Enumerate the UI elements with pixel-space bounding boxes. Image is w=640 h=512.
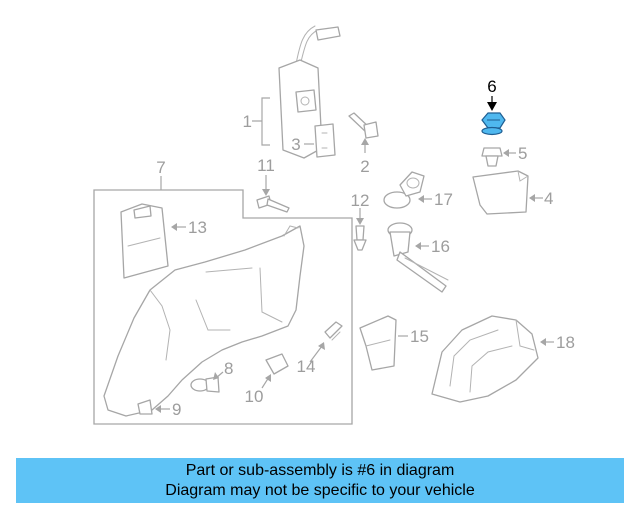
leader-14 (309, 345, 323, 363)
callout-3: 3 (291, 135, 300, 154)
callout-5: 5 (518, 144, 527, 163)
callout-16: 16 (431, 237, 450, 256)
part-17-filler-door (383, 171, 425, 209)
callout-1: 1 (243, 112, 252, 131)
callout-2: 2 (360, 157, 369, 176)
callout-8: 8 (224, 359, 233, 378)
callout-17: 17 (434, 190, 453, 209)
part-3-plate (314, 123, 336, 158)
part-11-screw (256, 195, 290, 213)
banner-line-1: Part or sub-assembly is #6 in diagram (185, 461, 455, 479)
part-10-clip (265, 353, 289, 375)
callout-6: 6 (487, 77, 496, 96)
callout-9: 9 (172, 400, 181, 419)
part-5-clip (481, 147, 503, 167)
part-4-trim (472, 170, 529, 215)
part-18-liner (431, 315, 539, 403)
part-16-filler-housing (387, 222, 449, 293)
callout-7: 7 (156, 158, 165, 177)
callout-15: 15 (410, 327, 429, 346)
part-9-clip (137, 399, 153, 415)
part-7-quarter-trim (103, 225, 305, 417)
banner-line-2: Diagram may not be specific to your vehi… (165, 481, 475, 499)
callout-4: 4 (544, 189, 553, 208)
callout-14: 14 (297, 357, 316, 376)
leader-1 (252, 97, 270, 146)
callout-11: 11 (257, 156, 275, 175)
callout-13: 13 (188, 218, 207, 237)
part-6-fastener (481, 112, 506, 136)
callout-12: 12 (351, 191, 370, 210)
part-2-bolt (348, 112, 379, 139)
callout-18: 18 (556, 333, 575, 352)
info-banner: Part or sub-assembly is #6 in diagram Di… (16, 458, 624, 503)
group-7-box (93, 189, 353, 425)
part-1-bracket (278, 25, 341, 159)
parts-diagram: 1 2 3 4 5 6 7 8 9 10 11 12 13 14 15 16 1… (93, 25, 575, 425)
part-15-block (359, 315, 397, 371)
part-8-fastener (190, 376, 220, 393)
part-13-panel (120, 203, 169, 279)
part-12-clip (353, 225, 367, 251)
part-14-bracket (324, 321, 343, 341)
callout-10: 10 (245, 387, 264, 406)
